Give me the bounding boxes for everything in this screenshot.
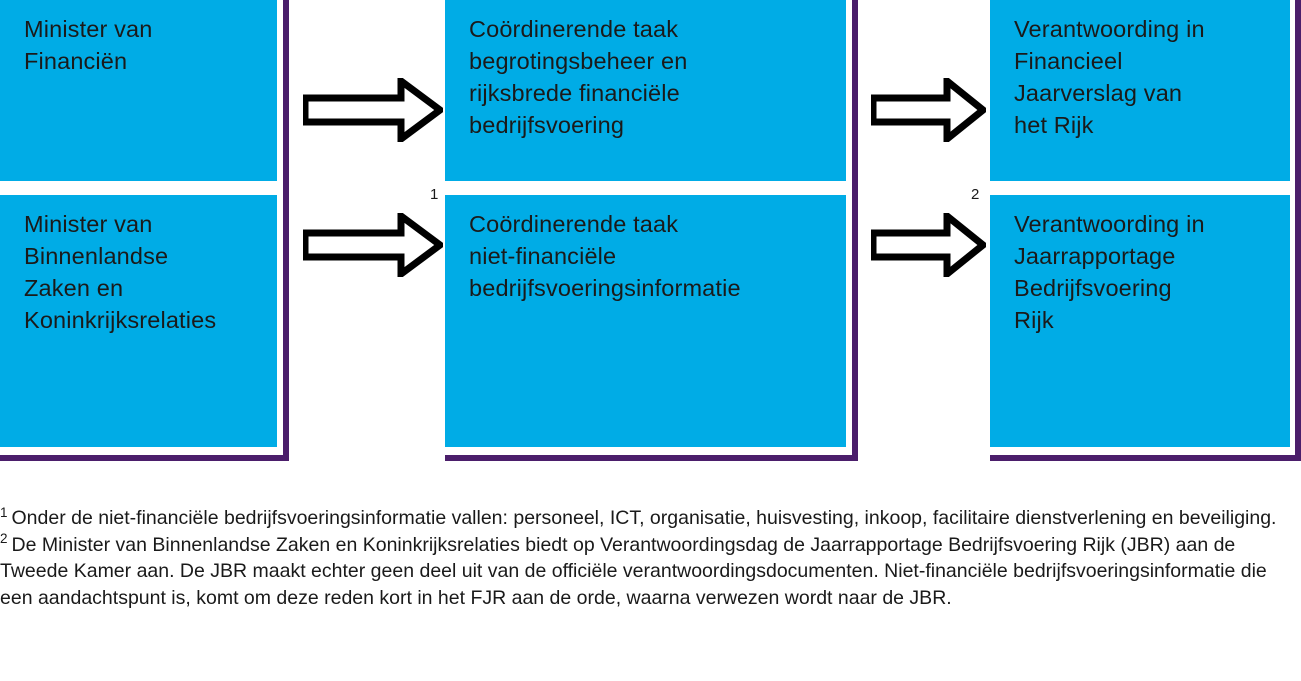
group-frame-coordinerende-bottom <box>445 455 858 461</box>
box-coordinerende-taak-niet-financieel[interactable]: Coördinerende taak niet-financiële bedri… <box>445 195 846 447</box>
box-coordinerende-taak-niet-financieel-label: Coördinerende taak niet-financiële bedri… <box>469 211 741 301</box>
box-minister-bzk[interactable]: Minister van Binnenlandse Zaken en Konin… <box>0 195 277 447</box>
footnote-marker-1: 1 <box>430 186 439 203</box>
arrow-right-icon <box>301 209 446 281</box>
process-diagram: Minister van Financiën Minister van Binn… <box>0 0 1301 461</box>
group-frame-verantwoording-bottom <box>990 455 1301 461</box>
box-verantwoording-fjr[interactable]: Verantwoording in Financieel Jaarverslag… <box>990 0 1290 181</box>
group-frame-ministers-bottom <box>0 455 289 461</box>
group-frame-ministers-right <box>283 0 289 461</box>
footnote-2-text: De Minister van Binnenlandse Zaken en Ko… <box>0 533 1267 609</box>
box-minister-financien[interactable]: Minister van Financiën <box>0 0 277 181</box>
box-verantwoording-fjr-label: Verantwoording in Financieel Jaarverslag… <box>1014 16 1205 138</box>
footnote-marker-2: 2 <box>971 186 980 203</box>
arrow-right-icon <box>869 73 989 147</box>
box-verantwoording-jbr-label: Verantwoording in Jaarrapportage Bedrijf… <box>1014 211 1205 333</box>
box-verantwoording-jbr[interactable]: Verantwoording in Jaarrapportage Bedrijf… <box>990 195 1290 447</box>
box-coordinerende-taak-financieel[interactable]: Coördinerende taak begrotingsbeheer en r… <box>445 0 846 181</box>
arrow-right-icon <box>301 74 446 146</box>
box-minister-bzk-label: Minister van Binnenlandse Zaken en Konin… <box>24 211 217 333</box>
box-coordinerende-taak-financieel-label: Coördinerende taak begrotingsbeheer en r… <box>469 16 688 138</box>
group-frame-coordinerende-right <box>852 0 858 461</box>
arrow-right-icon <box>869 208 989 282</box>
box-minister-financien-label: Minister van Financiën <box>24 16 153 74</box>
footnote-1-text: Onder de niet-financiële bedrijfsvoering… <box>11 507 1277 529</box>
group-frame-verantwoording-right <box>1295 0 1301 461</box>
footnote-2-marker: 2 <box>0 531 8 546</box>
footnote-1-marker: 1 <box>0 504 8 520</box>
